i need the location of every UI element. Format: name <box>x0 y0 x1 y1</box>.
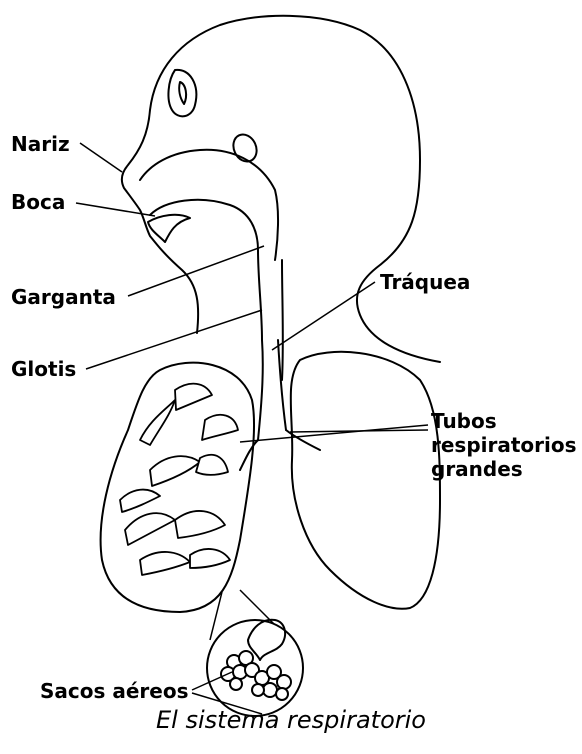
label-garganta: Garganta <box>11 286 116 309</box>
neck-outline <box>282 260 283 380</box>
label-tubos-line2: respiratorios <box>431 434 577 457</box>
oral-cavity <box>150 200 262 340</box>
diagram-caption: El sistema respiratorio <box>0 706 582 734</box>
tongue <box>148 215 190 242</box>
glotis-leader <box>86 310 262 369</box>
ear-outline <box>168 70 196 116</box>
label-boca: Boca <box>11 191 65 214</box>
label-traquea: Tráquea <box>380 271 470 294</box>
label-glotis: Glotis <box>11 358 76 381</box>
label-tubos-line1: Tubos <box>431 410 497 433</box>
boca-leader <box>76 203 155 216</box>
ear-inner <box>179 82 186 104</box>
trachea-left <box>258 340 263 440</box>
label-sacos: Sacos aéreos <box>40 680 189 703</box>
left-lung <box>291 352 440 609</box>
nariz-leader <box>80 143 122 172</box>
garganta-leader <box>128 246 264 296</box>
label-nariz: Nariz <box>11 133 70 156</box>
label-tubos-line3: grandes <box>431 458 523 481</box>
eye-outline <box>229 131 261 166</box>
head-outline <box>122 16 440 362</box>
